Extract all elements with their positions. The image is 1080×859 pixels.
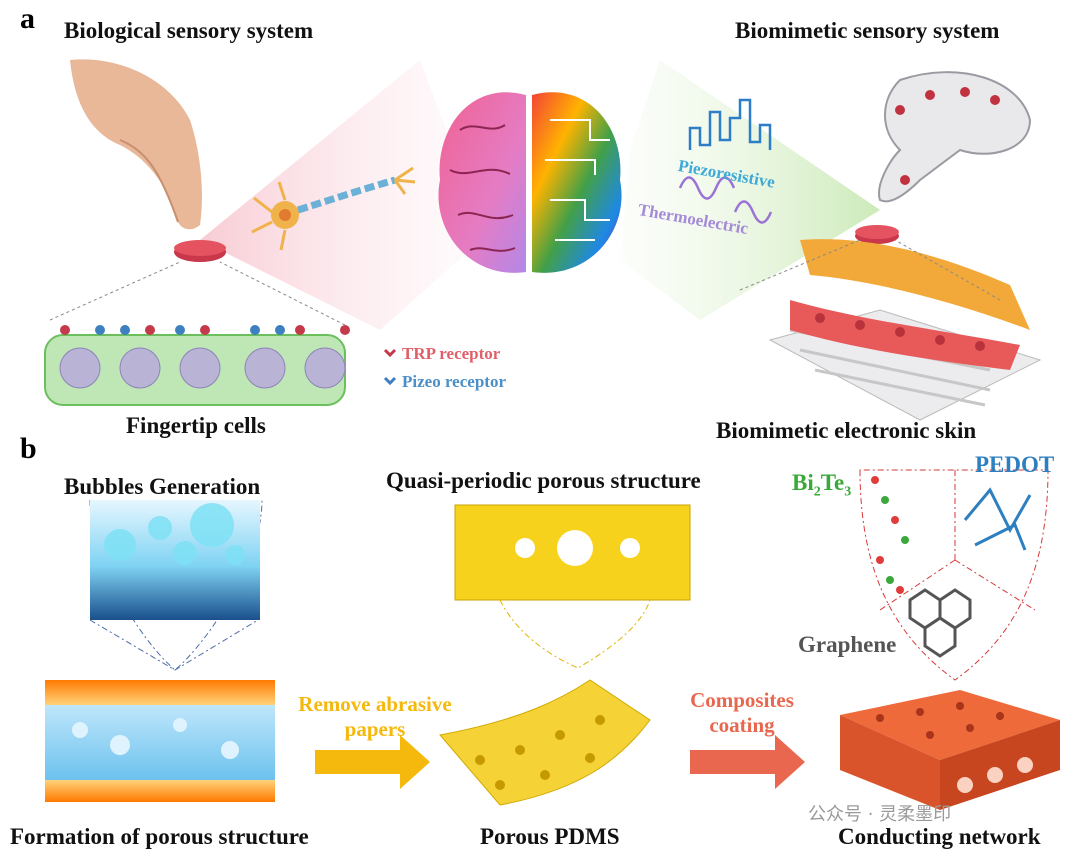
pizeo-receptor-label: Pizeo receptor xyxy=(402,372,506,391)
graphene-label: Graphene xyxy=(798,632,897,657)
pink-signal-beam xyxy=(200,60,470,330)
te-subscript: 3 xyxy=(844,484,852,500)
biomimetic-sensory-title: Biomimetic sensory system xyxy=(735,18,1000,43)
formation-porous-label: Formation of porous structure xyxy=(10,824,309,849)
bi2te3-label: Bi2Te3 xyxy=(792,470,851,501)
porous-pdms-illustration xyxy=(439,679,651,806)
neuron-illustration xyxy=(251,166,416,251)
bi-text: Bi xyxy=(792,470,814,495)
porous-pdms-label: Porous PDMS xyxy=(480,824,620,849)
composites-coating-label: Composites coating xyxy=(672,688,812,738)
remove-papers-line1: Remove abrasive xyxy=(298,692,452,716)
human-hand-illustration xyxy=(70,59,202,230)
thermoelectric-waveform xyxy=(678,176,736,200)
quasi-periodic-label: Quasi-periodic porous structure xyxy=(386,468,701,493)
robot-hand-illustration xyxy=(878,71,1032,203)
trp-receptor-label: TRP receptor xyxy=(402,344,501,363)
remove-papers-arrow xyxy=(315,735,430,789)
conducting-network-illustration xyxy=(840,690,1060,810)
fingertip-cells-label: Fingertip cells xyxy=(126,413,266,438)
porous-formation-illustration xyxy=(45,680,275,802)
composites-illustration xyxy=(859,469,1049,681)
watermark: 公众号 · 灵柔墨印 xyxy=(808,804,952,825)
biomimetic-eskin-label: Biomimetic electronic skin xyxy=(716,418,977,443)
bubbles-generation-label: Bubbles Generation xyxy=(64,474,261,499)
panel-a-letter: a xyxy=(20,2,35,35)
quasi-periodic-structure-illustration xyxy=(454,504,691,669)
remove-papers-line2: papers xyxy=(344,717,406,741)
fingertip-cells-illustration xyxy=(44,325,397,406)
te-text: Te xyxy=(820,470,845,495)
conducting-network-label: Conducting network xyxy=(838,824,1041,849)
composites-coating-line2: coating xyxy=(709,713,775,737)
electronic-skin-illustration xyxy=(768,239,1042,421)
panel-b-letter: b xyxy=(20,432,37,465)
remove-papers-label: Remove abrasive papers xyxy=(280,692,470,742)
brain-illustration xyxy=(438,92,622,274)
composites-coating-line1: Composites xyxy=(690,688,794,712)
bubbles-generation-illustration xyxy=(89,499,263,671)
piezoresistive-waveform xyxy=(688,98,772,150)
composites-coating-arrow xyxy=(690,735,805,789)
green-signal-beam xyxy=(620,60,880,320)
bi-subscript: 2 xyxy=(813,484,821,500)
biological-sensory-title: Biological sensory system xyxy=(64,18,314,43)
pedot-label: PEDOT xyxy=(975,452,1055,477)
